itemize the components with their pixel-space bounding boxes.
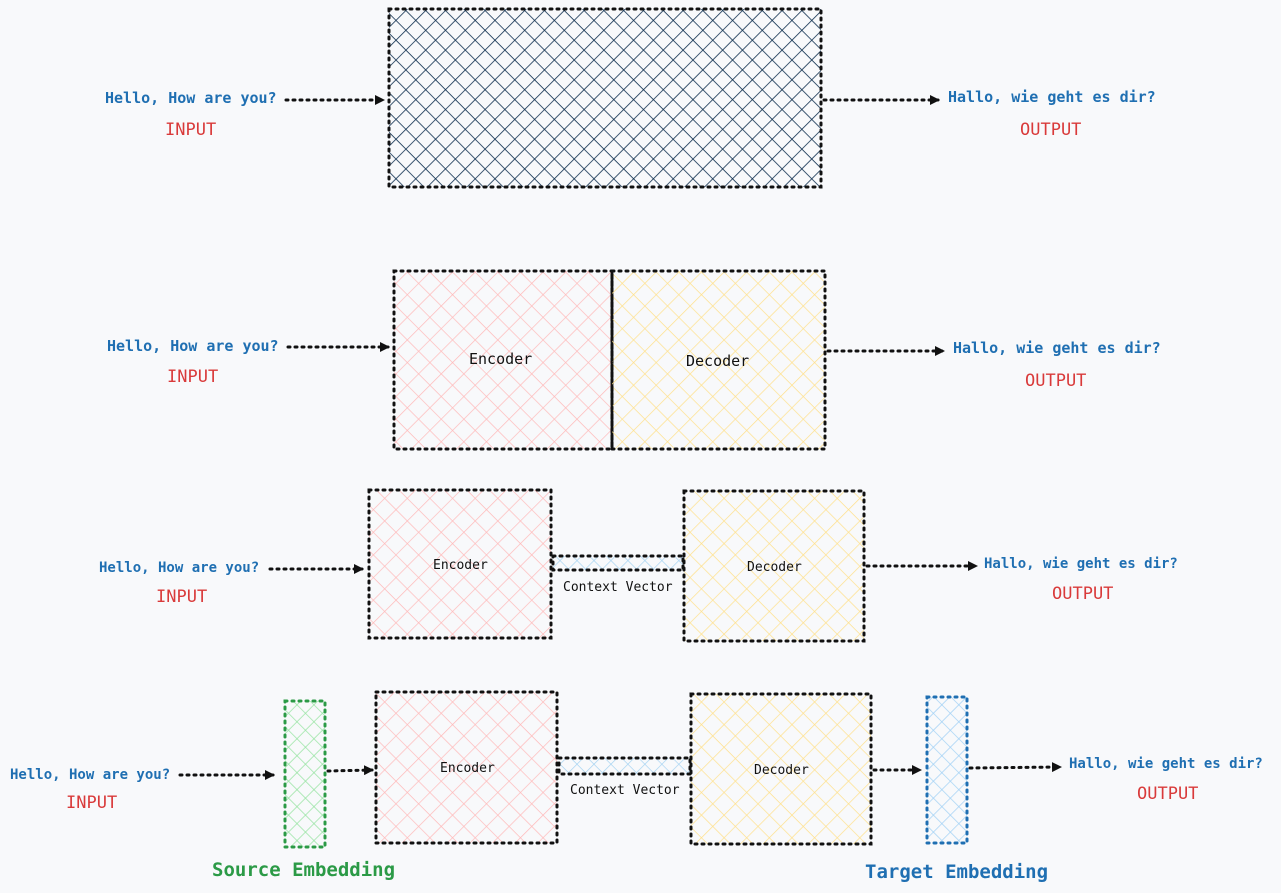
row4-source-embedding-box — [283, 699, 327, 849]
row4-decoder-box — [689, 692, 873, 846]
row4-encoder-label: Encoder — [440, 761, 495, 776]
row2-input-tag: INPUT — [167, 367, 219, 387]
row2-decoder-box — [610, 269, 827, 451]
row1-output-tag: OUTPUT — [1020, 120, 1082, 140]
row3-decoder-box — [682, 489, 866, 643]
row3-encoder-box — [367, 488, 553, 640]
row4-target-embedding-label: Target Embedding — [865, 861, 1049, 883]
row4-input-text: Hello, How are you? — [10, 767, 171, 783]
row4-output-arrow — [968, 762, 1062, 773]
row2-encoder-box — [392, 269, 614, 451]
row2-encoder-label: Encoder — [469, 350, 533, 368]
row3-input-text: Hello, How are you? — [99, 560, 260, 576]
row4-context-vector-label: Context Vector — [570, 783, 680, 798]
row1-input-text: Hello, How are you? — [105, 89, 277, 107]
row3-output-tag: OUTPUT — [1052, 584, 1114, 604]
row3-input-tag: INPUT — [156, 587, 208, 607]
row3-context-vector-label: Context Vector — [563, 580, 673, 595]
row4-output-text: Hallo, wie geht es dir? — [1069, 756, 1263, 772]
row2-output-text: Hallo, wie geht es dir? — [953, 339, 1161, 357]
row4-context-vector-box — [557, 756, 692, 776]
row4-decoder-label: Decoder — [754, 763, 809, 778]
row3-output-text: Hallo, wie geht es dir? — [984, 556, 1178, 572]
row4-source-embedding-label: Source Embedding — [212, 859, 396, 881]
row1-model-box — [387, 7, 823, 189]
row2-decoder-label: Decoder — [686, 352, 750, 370]
row3-encoder-label: Encoder — [433, 558, 488, 573]
row3-decoder-label: Decoder — [747, 560, 802, 575]
row3-context-vector-box — [551, 554, 685, 572]
row4-target-embedding-box — [925, 695, 969, 845]
row2-input-text: Hello, How are you? — [107, 337, 279, 355]
row1-input-tag: INPUT — [165, 120, 217, 140]
row4-encoder-box — [374, 690, 559, 845]
row4-input-tag: INPUT — [66, 793, 118, 813]
row4-source-to-encoder-arrow — [326, 765, 374, 776]
row1-output-text: Hallo, wie geht es dir? — [948, 88, 1156, 106]
row4-output-tag: OUTPUT — [1137, 784, 1199, 804]
row2-output-tag: OUTPUT — [1025, 371, 1087, 391]
